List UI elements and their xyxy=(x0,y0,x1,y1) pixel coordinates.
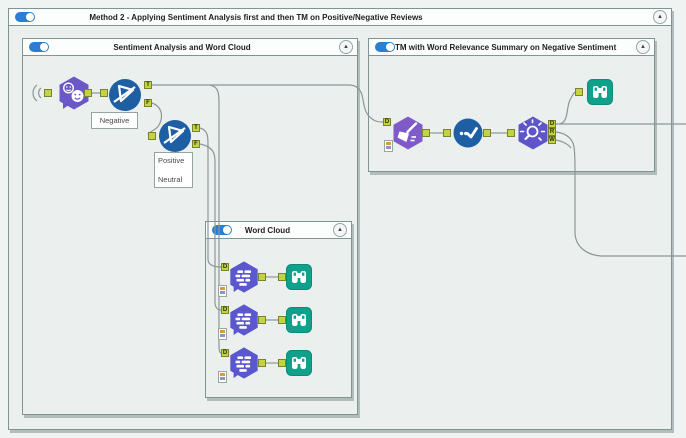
container-tm: TM with Word Relevance Summary on Negati… xyxy=(368,38,655,172)
wordcloud1-input-anchor[interactable]: D xyxy=(221,263,229,271)
browse-tm-input-anchor[interactable] xyxy=(575,88,583,96)
connection-topicR-to-right[interactable] xyxy=(555,131,686,257)
annotation-neutral: Neutral xyxy=(158,175,183,184)
topic-output-anchor-d[interactable]: D xyxy=(548,120,556,128)
word-cloud-tool-2[interactable] xyxy=(227,303,261,342)
container-sentiment-title: Sentiment Analysis and Word Cloud xyxy=(113,42,251,52)
word-cloud-tool-1[interactable] xyxy=(227,260,261,299)
browse-tool-3[interactable] xyxy=(286,350,312,381)
container-sentiment-collapse-button[interactable]: ▲ xyxy=(339,40,353,54)
wordcloud3-input-anchor[interactable]: D xyxy=(221,349,229,357)
topic-output-anchor-w[interactable]: W xyxy=(548,136,556,144)
connection-filter2F-to-wordcloud2[interactable] xyxy=(199,143,222,311)
filter1-true-anchor[interactable]: T xyxy=(144,81,152,89)
container-method2-header: Method 2 - Applying Sentiment Analysis f… xyxy=(9,9,671,26)
container-wordcloud-title: Word Cloud xyxy=(244,225,291,235)
container-wordcloud-header: Word Cloud ▲ xyxy=(206,222,351,239)
select-tool[interactable] xyxy=(453,118,483,153)
tool-indicator-badge xyxy=(218,328,227,340)
filter2-false-anchor[interactable]: F xyxy=(192,140,200,148)
browse-tool-2[interactable] xyxy=(286,307,312,338)
connection-topicW-merge[interactable] xyxy=(555,139,572,149)
container-tm-title: TM with Word Relevance Summary on Negati… xyxy=(395,42,617,52)
wordcloud2-output-anchor[interactable] xyxy=(258,316,266,324)
browse-tool-tm[interactable] xyxy=(587,79,613,110)
browse1-input-anchor[interactable] xyxy=(278,273,286,281)
container-wordcloud: Word Cloud ▲ xyxy=(205,221,352,398)
connection-filter1T-to-preprocess[interactable] xyxy=(152,84,384,123)
wireless-connection-icon xyxy=(32,84,38,102)
topic-input-anchor[interactable] xyxy=(507,129,515,137)
filter2-true-anchor[interactable]: T xyxy=(192,124,200,132)
tool-indicator-badge xyxy=(218,371,227,383)
container-sentiment-toggle[interactable] xyxy=(29,42,49,52)
browse-binoculars-icon xyxy=(286,307,312,333)
filter-negative-tool[interactable] xyxy=(108,78,142,117)
select-output-anchor[interactable] xyxy=(483,129,491,137)
topic-output-anchor-r[interactable]: R xyxy=(548,128,556,136)
container-tm-header: TM with Word Relevance Summary on Negati… xyxy=(369,39,654,56)
select-check-icon xyxy=(453,118,483,148)
filter-positive-neutral-tool[interactable] xyxy=(158,119,192,158)
browse2-input-anchor[interactable] xyxy=(278,316,286,324)
preprocess-input-anchor[interactable]: D xyxy=(383,118,391,126)
connection-filter1T-to-wordcloud3[interactable] xyxy=(209,84,222,354)
word-cloud-tool-3[interactable] xyxy=(227,346,261,385)
topic-modeling-magnifier-icon xyxy=(518,116,548,150)
filter2-input-anchor[interactable] xyxy=(148,132,156,140)
container-method2-title: Method 2 - Applying Sentiment Analysis f… xyxy=(89,12,423,22)
container-tm-toggle[interactable] xyxy=(375,42,395,52)
connection-topicD-to-browse[interactable] xyxy=(559,91,576,125)
container-wordcloud-toggle[interactable] xyxy=(212,225,232,235)
container-method2-collapse-button[interactable]: ▲ xyxy=(653,10,667,24)
browse3-input-anchor[interactable] xyxy=(278,359,286,367)
wordcloud2-input-anchor[interactable]: D xyxy=(221,306,229,314)
wireless-connection-icon xyxy=(38,87,42,99)
annotation-positive-neutral[interactable]: Positive Neutral xyxy=(154,152,193,188)
container-method2-toggle[interactable] xyxy=(15,12,35,22)
wordcloud3-output-anchor[interactable] xyxy=(258,359,266,367)
text-preprocessing-tool[interactable] xyxy=(390,115,426,156)
sentiment-input-anchor[interactable] xyxy=(44,89,52,97)
select-input-anchor[interactable] xyxy=(443,129,451,137)
container-sentiment-header: Sentiment Analysis and Word Cloud ▲ xyxy=(23,39,357,56)
wordcloud1-output-anchor[interactable] xyxy=(258,273,266,281)
browse-tool-1[interactable] xyxy=(286,264,312,295)
topic-modeling-tool[interactable] xyxy=(515,115,551,156)
tool-indicator-badge xyxy=(384,140,393,152)
annotation-negative[interactable]: Negative xyxy=(91,112,138,129)
filter-icon xyxy=(159,120,191,152)
tool-indicator-badge xyxy=(218,285,227,297)
preprocess-output-anchor[interactable] xyxy=(422,129,430,137)
browse-binoculars-icon xyxy=(286,264,312,290)
browse-binoculars-icon xyxy=(286,350,312,376)
sentiment-analysis-tool[interactable] xyxy=(56,75,92,116)
filter1-input-anchor[interactable] xyxy=(100,89,108,97)
text-preprocessing-broom-icon xyxy=(393,116,423,150)
filter-icon xyxy=(109,79,141,111)
connection-filter1F-to-filter2[interactable] xyxy=(147,102,163,136)
annotation-positive: Positive xyxy=(158,156,185,165)
container-wordcloud-collapse-button[interactable]: ▲ xyxy=(333,223,347,237)
word-cloud-icon xyxy=(230,347,258,379)
filter1-false-anchor[interactable]: F xyxy=(144,99,152,107)
sentiment-output-anchor[interactable] xyxy=(84,89,92,97)
word-cloud-icon xyxy=(230,304,258,336)
sentiment-analysis-icon xyxy=(59,76,89,110)
browse-binoculars-icon xyxy=(587,79,613,105)
word-cloud-icon xyxy=(230,261,258,293)
container-tm-collapse-button[interactable]: ▲ xyxy=(636,40,650,54)
